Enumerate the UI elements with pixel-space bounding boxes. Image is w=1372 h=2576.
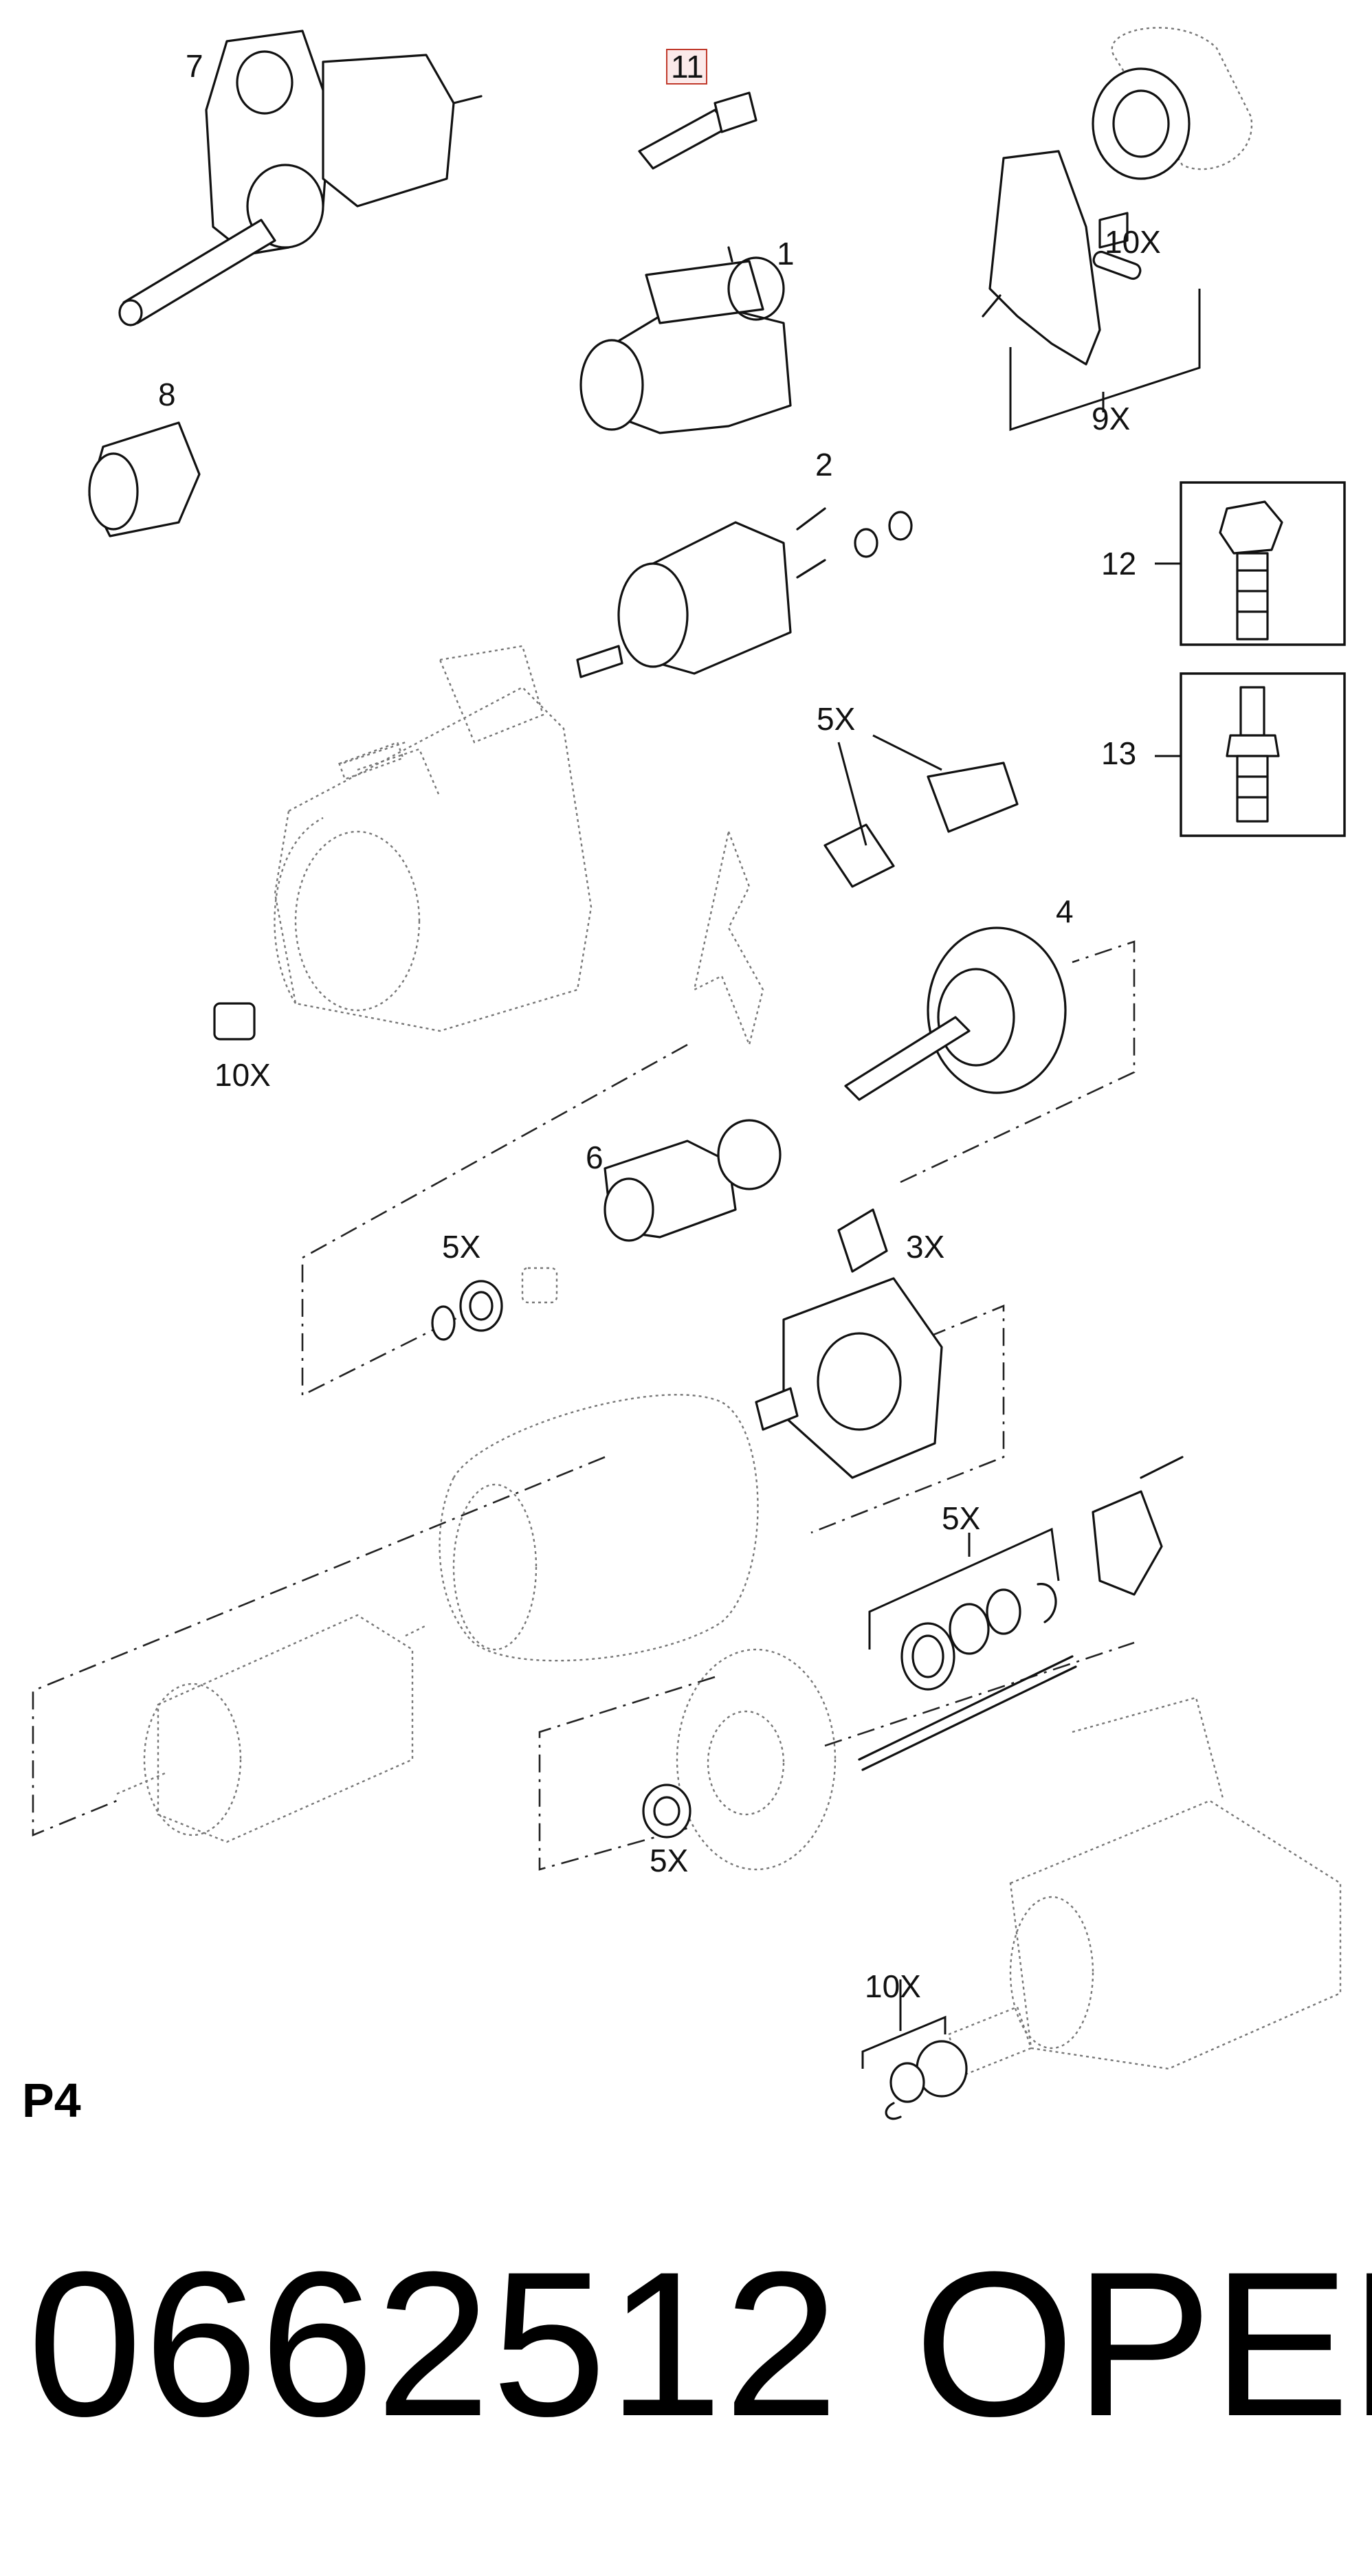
label-qty-5x-washer: 5X	[442, 1229, 480, 1265]
part-7-drive-end-bracket	[118, 30, 483, 326]
terminal-kit-5x	[823, 762, 1019, 888]
bush-10x	[213, 1002, 256, 1041]
washer-bush-set-5x	[431, 1267, 558, 1341]
bearing-cap-5x	[642, 1784, 691, 1839]
label-qty-5x-cap: 5X	[650, 1843, 688, 1878]
label-qty-10x-pin: 10X	[1105, 224, 1161, 260]
part-number: 0662512	[27, 2228, 840, 2459]
label-qty-10x-circlip: 10X	[865, 1968, 921, 2004]
label-part-12: 12	[1101, 546, 1136, 581]
starter-housing-phantom	[274, 645, 593, 1032]
part-1-starter-assembly	[579, 246, 792, 434]
end-shield-gasket	[1092, 1456, 1184, 1596]
fork-lever-phantom	[693, 828, 764, 1047]
label-qty-3x: 3X	[906, 1229, 944, 1265]
assembly-guide-lines	[32, 940, 1136, 1871]
page-code: P4	[22, 2074, 81, 2127]
leader-lines	[837, 289, 1201, 2069]
part-12-box	[1155, 481, 1346, 646]
field-housing-phantom	[439, 1394, 759, 1662]
brand-name: OPEL	[914, 2228, 1372, 2459]
armature-phantom	[116, 1614, 427, 1843]
pin-10x	[1092, 250, 1142, 280]
solenoid-switch-phantom	[1111, 27, 1253, 170]
label-part-11: 11	[671, 49, 704, 85]
label-part-2: 2	[815, 447, 833, 482]
part-11-stud	[638, 91, 757, 170]
label-qty-9x: 9X	[1092, 401, 1130, 436]
through-bolt	[858, 1655, 1077, 1771]
part-4-planetary-gear	[844, 926, 1067, 1101]
part-2-solenoid	[576, 507, 913, 678]
label-part-8: 8	[158, 377, 176, 412]
label-part-1: 1	[777, 236, 795, 271]
label-part-4: 4	[1056, 893, 1074, 929]
brush-holder-3x	[755, 1208, 943, 1479]
end-cover-phantom	[676, 1648, 837, 1871]
label-qty-5x-terminal: 5X	[817, 701, 855, 737]
fork-lever-bush-set	[982, 67, 1191, 366]
label-qty-10x-bush: 10X	[214, 1057, 271, 1093]
part-6-pinion-drive	[604, 1119, 782, 1242]
circlip-set-10x	[885, 2040, 968, 2120]
part-labels: 7 11 1 10X 9X 8 2 12 5X 13 4 10X 6 5X 3X…	[158, 48, 1161, 2004]
label-part-6: 6	[586, 1140, 604, 1175]
seal-ring-set-5x	[900, 1583, 1057, 1691]
starter-assembled-phantom	[947, 1696, 1342, 2077]
label-qty-5x-seal: 5X	[942, 1500, 980, 1536]
label-part-13: 13	[1101, 735, 1136, 771]
label-part-7: 7	[186, 48, 203, 84]
part-8-pinion	[88, 421, 201, 537]
part-13-box	[1155, 672, 1346, 837]
